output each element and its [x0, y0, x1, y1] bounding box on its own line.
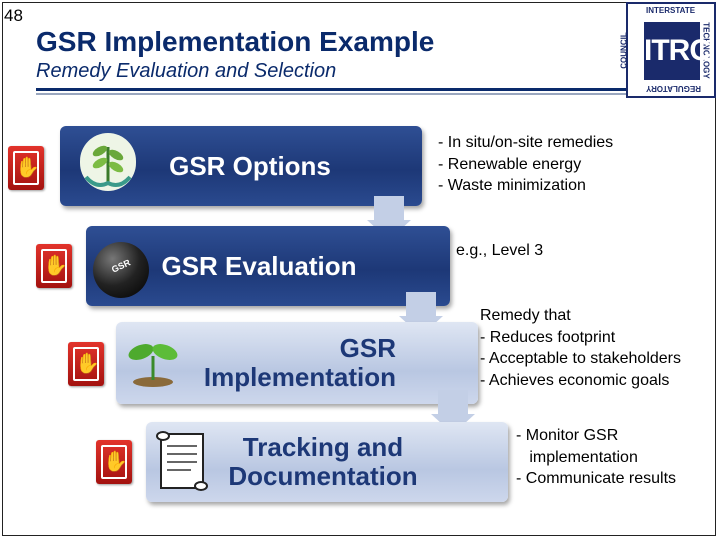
page-subtitle: Remedy Evaluation and Selection [36, 60, 337, 82]
step-label: GSR Options [169, 151, 331, 181]
slide-number: 48 [4, 6, 23, 25]
step-label: GSR Evaluation [161, 251, 357, 281]
logo-main-text: ITRC [644, 22, 711, 80]
side-note-tracking: - Monitor GSR implementation - Communica… [516, 427, 677, 488]
logo-top-text: INTERSTATE [646, 6, 696, 15]
flow-arrow-3 [438, 390, 468, 414]
logo-bottom-text: REGULATORY [646, 84, 701, 93]
handshake-icon: ✋ [96, 440, 132, 484]
step-tracking-documentation: Tracking and Documentation [146, 422, 508, 502]
side-note-evaluation: e.g., Level 3 [456, 242, 544, 259]
step-gsr-evaluation: GSR Evaluation [86, 226, 450, 306]
scroll-icon [151, 428, 215, 494]
itrc-logo: INTERSTATE COUNCIL TECHNOLOGY ITRC REGUL… [620, 2, 716, 98]
step-gsr-implementation: GSR Implementation [116, 322, 478, 404]
handshake-icon: ✋ [8, 146, 44, 190]
plant-hands-icon [80, 133, 136, 191]
handshake-icon: ✋ [36, 244, 72, 288]
flow-arrow-2 [406, 292, 436, 316]
sprout-icon [123, 330, 183, 390]
header-divider [36, 88, 626, 91]
side-note-options: - In situ/on-site remedies - Renewable e… [438, 134, 614, 195]
page-title: GSR Implementation Example [36, 26, 435, 57]
handshake-icon: ✋ [68, 342, 104, 386]
logo-left-text: COUNCIL [619, 32, 629, 69]
ball-icon: GSR [93, 242, 149, 298]
flow-arrow-1 [374, 196, 404, 220]
header-divider-light [36, 93, 626, 95]
step-label: GSR Implementation [203, 333, 396, 392]
side-note-implementation: Remedy that - Reduces footprint - Accept… [480, 307, 682, 389]
step-label: Tracking and Documentation [228, 432, 418, 491]
